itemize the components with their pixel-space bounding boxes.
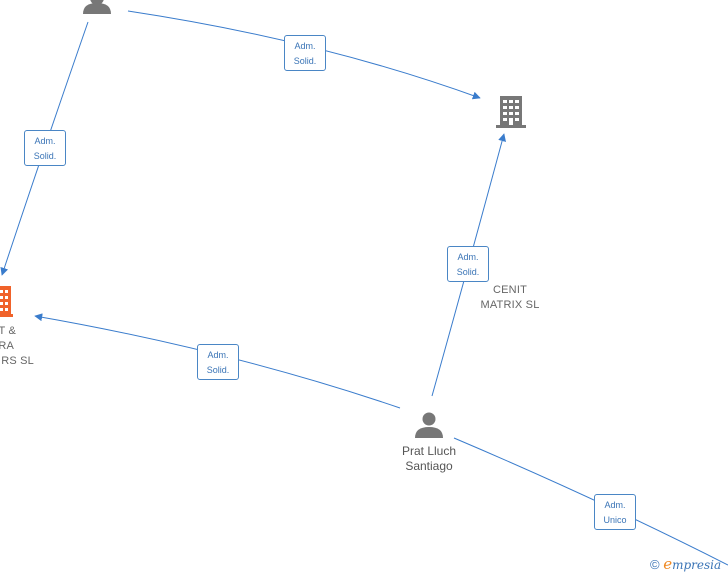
- edge-prat-to-offscreen: [453, 437, 728, 566]
- edge-label-line: Adm.: [457, 252, 479, 262]
- company-name-line: RA: [0, 340, 14, 352]
- edge-label-line: Unico: [603, 515, 627, 525]
- edge-label-adm-solid[interactable]: Adm. Solid.: [24, 130, 66, 166]
- person-icon[interactable]: [83, 0, 111, 14]
- company-name-line: RS SL: [1, 355, 34, 367]
- company-name-line: T &: [0, 325, 16, 337]
- copyright-symbol: ©: [650, 557, 660, 572]
- edge-label-line: Adm.: [294, 41, 316, 51]
- company-name-line: MATRIX SL: [480, 299, 540, 311]
- edge-label-adm-unico[interactable]: Adm. Unico: [594, 494, 636, 530]
- edge-label-line: Solid.: [293, 56, 317, 66]
- company-label-partial[interactable]: T & RA RS SL: [0, 324, 42, 369]
- edge-label-line: Solid.: [33, 151, 57, 161]
- edge-label-line: Adm.: [34, 136, 56, 146]
- edge-label-line: Solid.: [456, 267, 480, 277]
- building-icon[interactable]: [496, 96, 526, 128]
- edge-label-line: Solid.: [206, 365, 230, 375]
- company-name-line: CENIT: [493, 284, 527, 296]
- person-icon[interactable]: [415, 412, 443, 439]
- company-label-cenit-matrix[interactable]: CENIT MATRIX SL: [468, 283, 552, 313]
- edge-label-line: Adm.: [207, 350, 229, 360]
- edge-label-line: Adm.: [604, 500, 626, 510]
- edge-label-adm-solid[interactable]: Adm. Solid.: [197, 344, 239, 380]
- brand-logo-letter: e: [663, 555, 673, 573]
- brand-logo-text: mpresia: [672, 558, 722, 572]
- empresia-watermark: © empresia: [650, 555, 721, 573]
- edge-label-adm-solid[interactable]: Adm. Solid.: [284, 35, 326, 71]
- edge-label-adm-solid[interactable]: Adm. Solid.: [447, 246, 489, 282]
- person-label-prat-lluch[interactable]: Prat Lluch Santiago: [389, 444, 469, 474]
- building-icon[interactable]: [0, 286, 13, 317]
- person-name-line: Prat Lluch: [401, 444, 457, 458]
- person-name-line: Santiago: [405, 459, 453, 473]
